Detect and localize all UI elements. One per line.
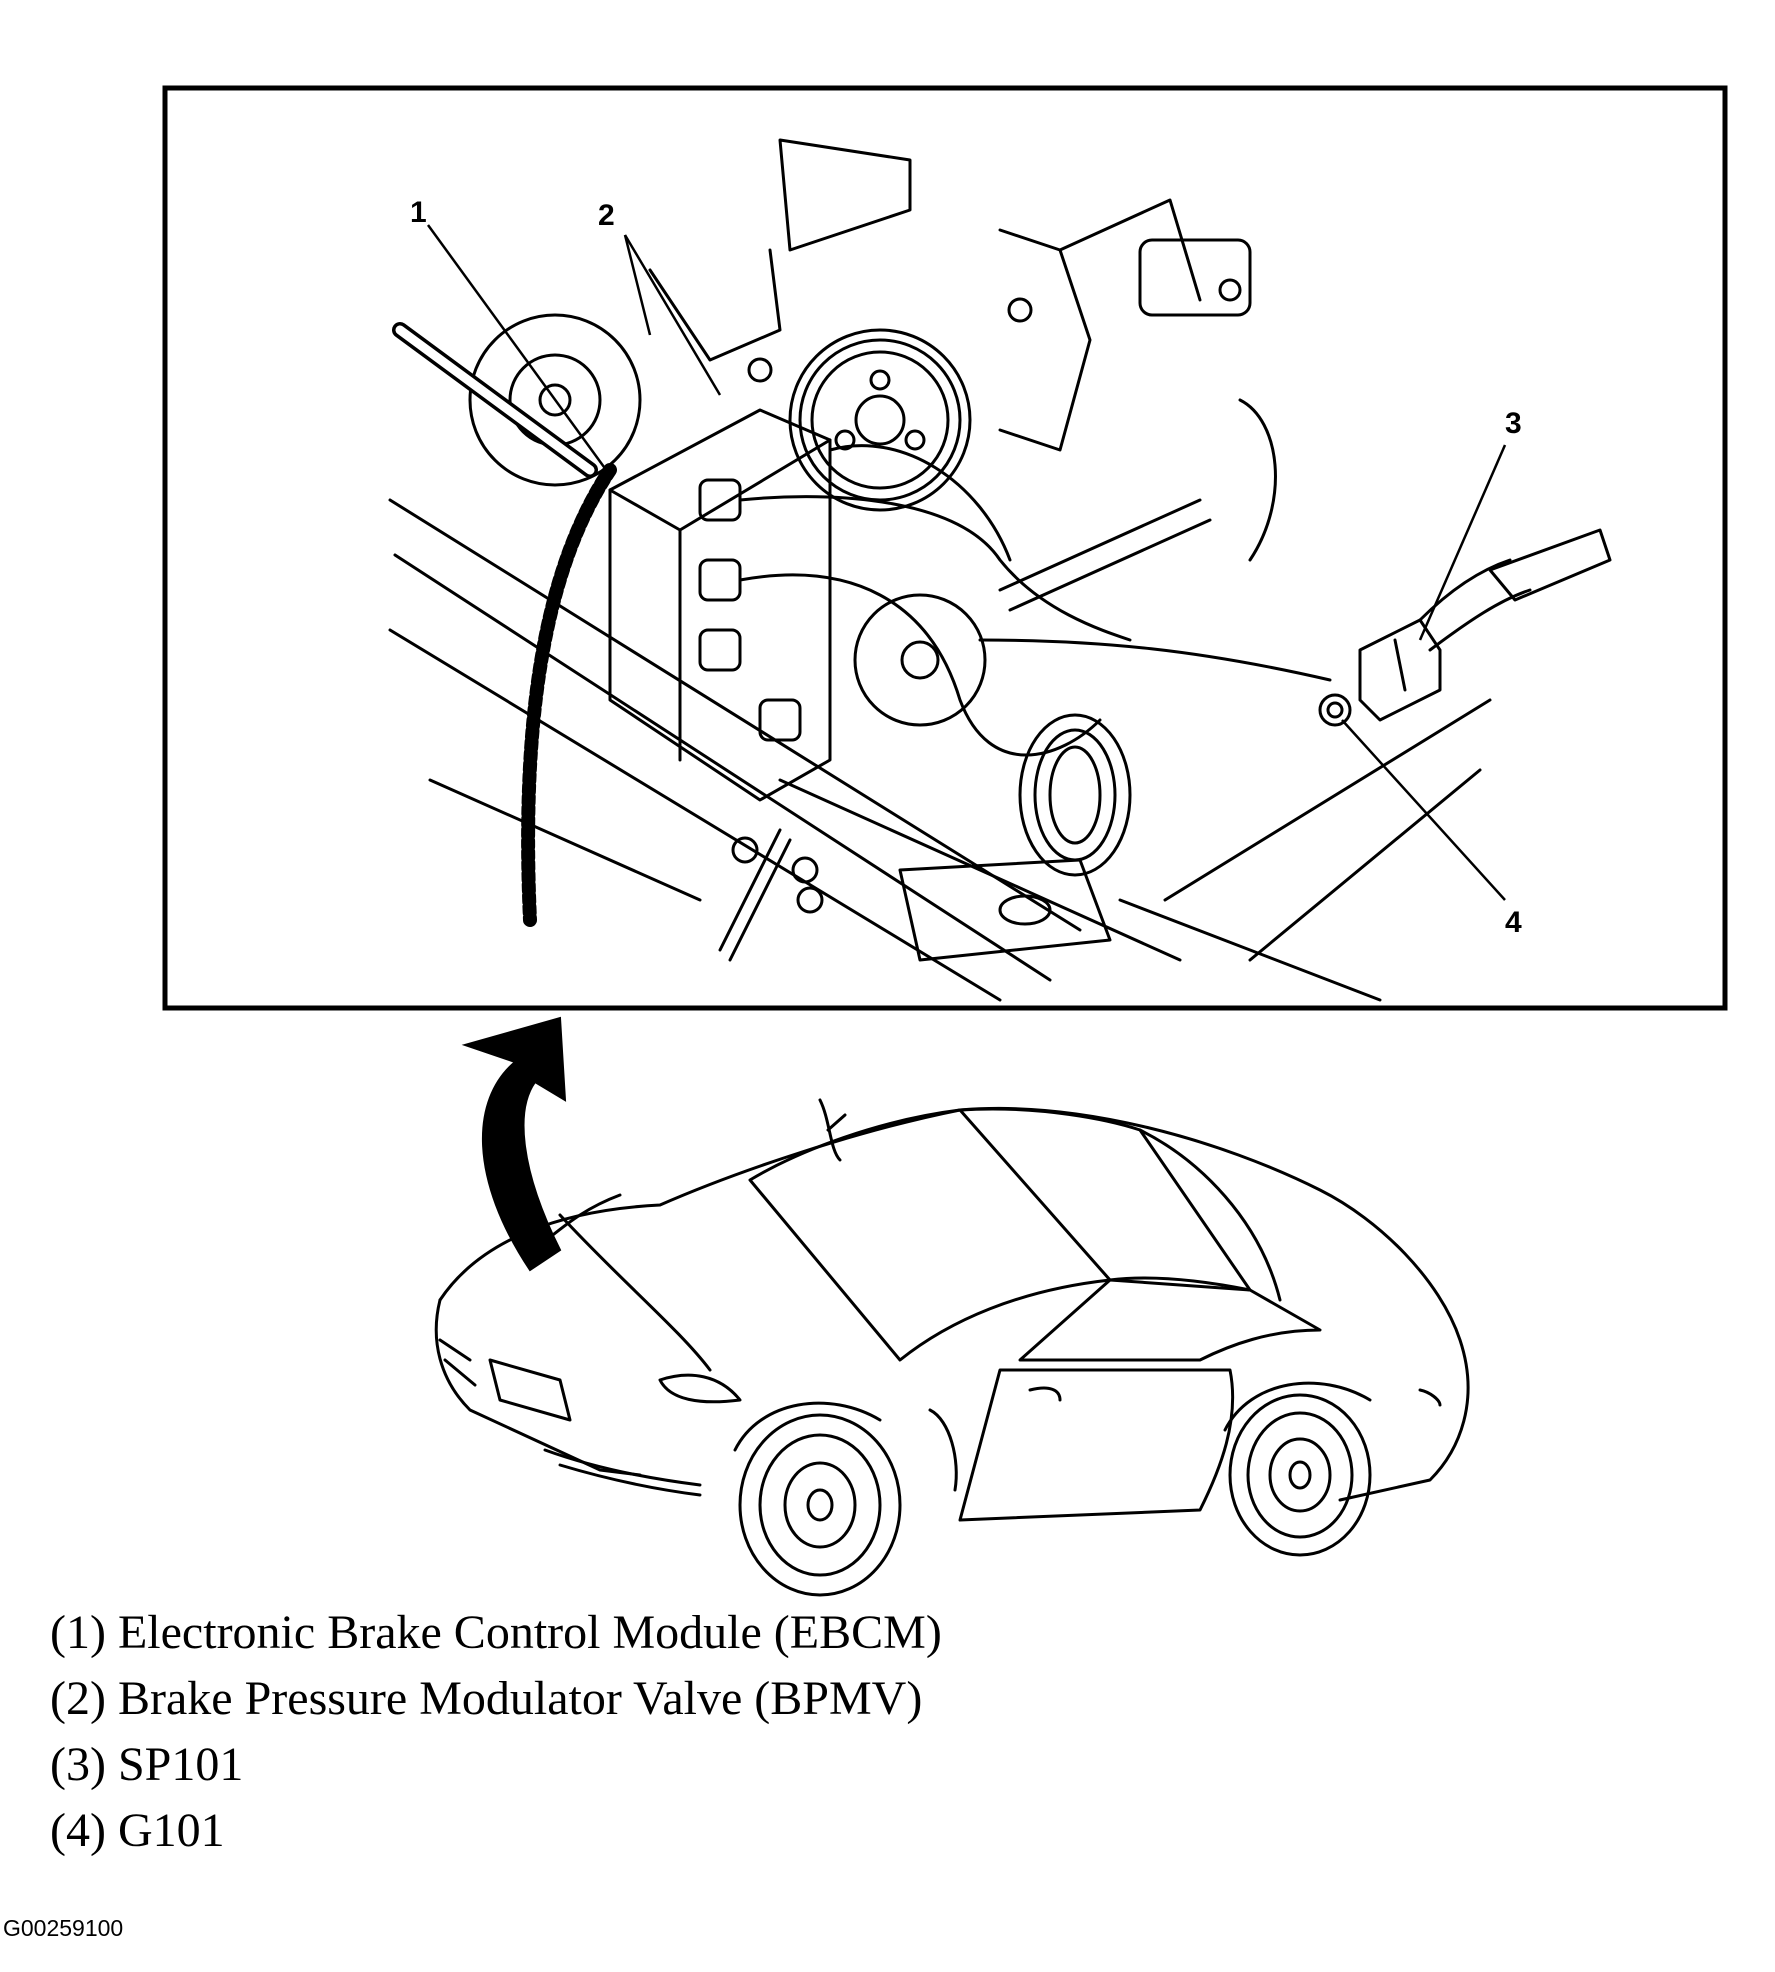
callout-4: 4	[1505, 906, 1522, 939]
wiring-conduit	[521, 463, 617, 927]
callout-1: 1	[410, 196, 427, 229]
callout-2: 2	[598, 199, 615, 232]
pointer-arrow	[461, 1016, 567, 1272]
component-legend: (1) Electronic Brake Control Module (EBC…	[50, 1600, 1550, 1864]
detail-view-frame	[162, 85, 1728, 1011]
engine-bay-detail-illustration	[388, 138, 1612, 1002]
callout-3: 3	[1505, 407, 1522, 440]
legend-item-g101: (4) G101	[50, 1804, 225, 1857]
callout-leaders	[426, 224, 1507, 901]
legend-item-sp101: (3) SP101	[50, 1738, 244, 1791]
figure-id: G00259100	[3, 1915, 124, 1941]
legend-item-bpmv: (2) Brake Pressure Modulator Valve (BPMV…	[50, 1672, 923, 1725]
legend-item-ebcm: (1) Electronic Brake Control Module (EBC…	[50, 1606, 942, 1659]
vehicle-illustration	[434, 1098, 1470, 1597]
